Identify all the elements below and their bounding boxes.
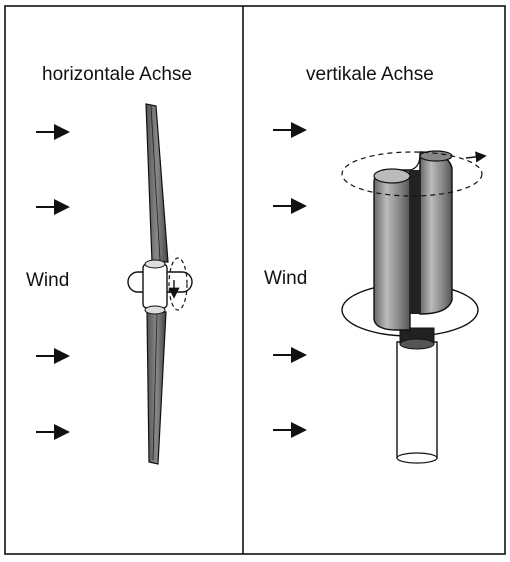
horizontal-axis-turbine — [127, 103, 193, 465]
left-wind-label: Wind — [26, 270, 70, 291]
upper-blade — [145, 103, 169, 263]
right-panel-title: vertikale Achse — [306, 64, 434, 85]
rotor-blade-right — [419, 151, 453, 315]
right-wind-arrows — [273, 122, 307, 438]
rotation-indicator — [341, 151, 483, 197]
right-wind-label: Wind — [264, 268, 308, 289]
left-panel-title: horizontale Achse — [42, 64, 192, 85]
left-wind-arrows — [36, 124, 70, 440]
vertical-axis-turbine — [341, 150, 487, 464]
mast — [396, 341, 438, 459]
outer-border — [4, 5, 506, 555]
hub-sleeve — [142, 263, 168, 309]
rotation-indicator — [168, 257, 188, 311]
